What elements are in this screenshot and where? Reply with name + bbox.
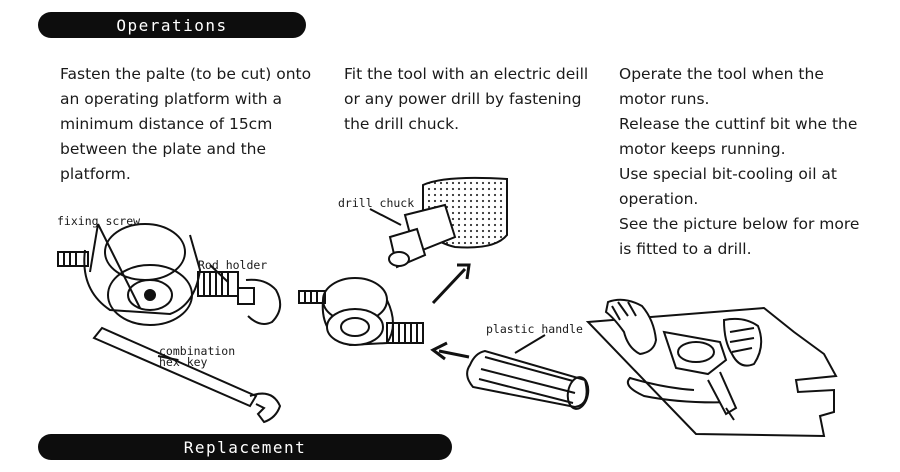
rod-holder-label: Rod holder (198, 258, 267, 272)
step-3-line: Operate the tool when the motor runs. (619, 62, 869, 112)
drill-chuck-label: drill chuck (338, 196, 414, 210)
cutting-operation-illustration (584, 292, 854, 442)
step-3-text: Operate the tool when the motor runs. Re… (619, 62, 869, 262)
operations-header: Operations (38, 12, 306, 38)
fixing-screw-label: fixing screw (57, 214, 140, 228)
operations-title: Operations (116, 16, 227, 35)
step-3-line: See the picture below for more is fitted… (619, 212, 869, 262)
replacement-header: Replacement (38, 434, 452, 460)
replacement-title: Replacement (184, 438, 306, 457)
step-1-text: Fasten the palte (to be cut) onto an ope… (60, 62, 315, 187)
hex-key-label: hex key (159, 356, 207, 368)
drill-fitting-illustration (295, 175, 605, 435)
plastic-handle-label: plastic handle (486, 322, 583, 336)
step-3-line: Release the cuttinf bit whe the motor ke… (619, 112, 869, 162)
cutter-assembly-illustration (50, 210, 300, 435)
step-3-line: Use special bit-cooling oil at operation… (619, 162, 869, 212)
step-2-text: Fit the tool with an electric deill or a… (344, 62, 594, 137)
